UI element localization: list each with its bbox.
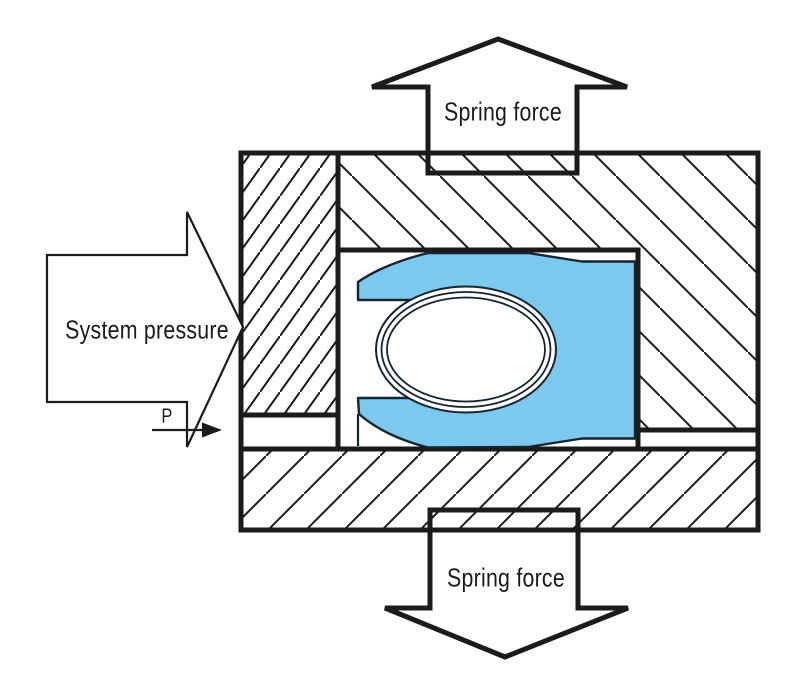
spring-force-top-label: Spring force: [444, 96, 562, 127]
pressure-p-arrowhead: [202, 422, 222, 438]
retaining-ring-section: [238, 150, 341, 418]
clearance-gap-left: [238, 412, 341, 452]
spring-ellipse-inner: [386, 296, 546, 403]
spring-ellipse-outer: [375, 285, 557, 414]
shaft-section: [238, 446, 761, 533]
system-pressure-label: System pressure: [65, 314, 229, 345]
clearance-gap-right: [635, 427, 761, 452]
spring-ellipse-middle: [380, 291, 552, 408]
spring-force-down-arrow: [384, 507, 629, 660]
system-pressure-arrow: [45, 211, 245, 448]
pressure-symbol-label: P: [161, 405, 173, 428]
spring-force-up-arrow: [371, 36, 628, 176]
spring-force-bottom-label: Spring force: [447, 562, 565, 593]
